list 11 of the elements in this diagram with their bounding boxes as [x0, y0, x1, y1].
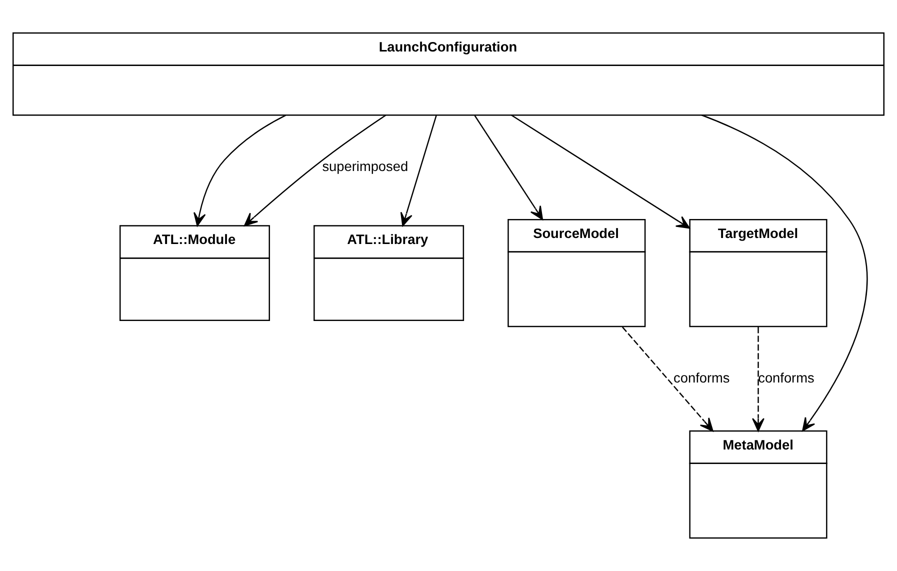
edge-label: superimposed [322, 158, 408, 174]
arrow [511, 114, 690, 229]
arrow [474, 115, 544, 220]
edge-label: conforms [758, 370, 814, 386]
arrow [702, 114, 868, 432]
arrow [400, 115, 437, 226]
arrow [244, 114, 386, 226]
arrow [622, 326, 714, 432]
edge-label: conforms [674, 370, 730, 386]
arrow [194, 114, 286, 226]
arrow [752, 327, 764, 432]
